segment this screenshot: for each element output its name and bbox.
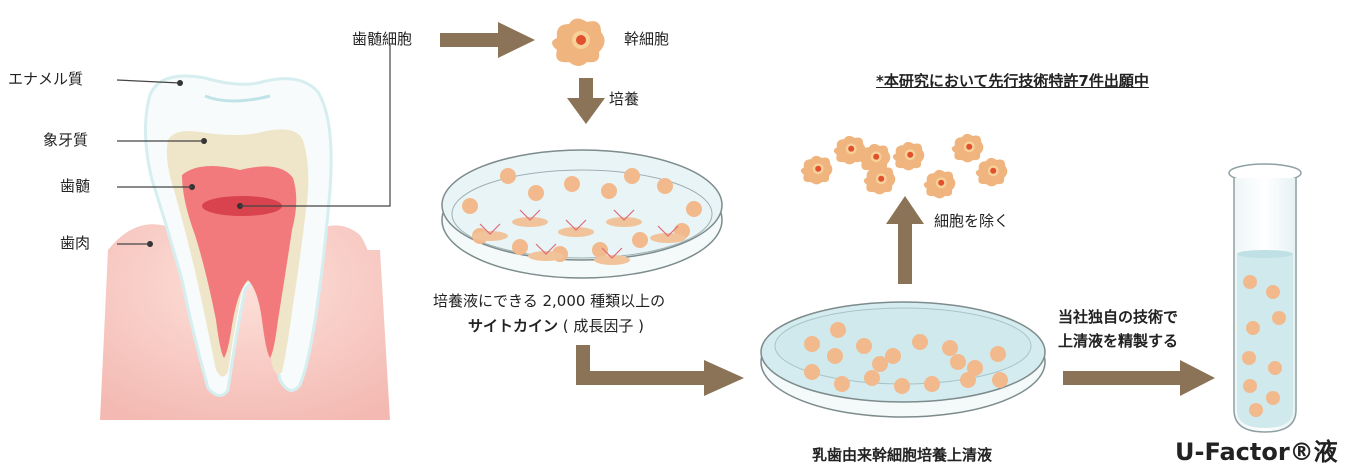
cell-dot xyxy=(912,334,928,350)
stem-cell xyxy=(923,169,956,199)
cytokine-source xyxy=(558,227,594,237)
stem-cell-icon xyxy=(552,18,605,67)
patent-note: *本研究において先行技術特許7件出願中 xyxy=(876,72,1149,90)
gum-label: 歯肉 xyxy=(60,234,91,252)
cell-dot xyxy=(1243,379,1257,393)
cell-dot xyxy=(872,356,888,372)
cell-dot xyxy=(967,360,983,376)
cell-dot xyxy=(830,322,846,338)
stem-cell xyxy=(951,133,984,163)
stem-cell xyxy=(858,143,891,173)
cell-dot xyxy=(1272,311,1286,325)
supernatant-label: 乳歯由来幹細胞培養上清液 xyxy=(812,446,993,464)
cell-dot xyxy=(1249,403,1263,417)
cell-dot xyxy=(950,354,966,370)
pulp-label: 歯髄 xyxy=(60,177,91,195)
cell-dot xyxy=(1268,361,1282,375)
stem-cells-label: 幹細胞 xyxy=(624,30,670,48)
cytokine-arrow xyxy=(657,225,679,237)
cytokine-source xyxy=(606,217,642,227)
cell-dot xyxy=(960,372,976,388)
cell-dot xyxy=(512,239,528,255)
supernatant-dish xyxy=(760,301,1046,418)
cell-dot xyxy=(992,372,1008,388)
cell-dot xyxy=(856,338,872,354)
cytokine-arrow xyxy=(479,223,501,235)
stem-cell xyxy=(800,155,833,185)
cell-dot xyxy=(632,232,648,248)
stem-cell xyxy=(892,141,925,171)
cell-dot xyxy=(942,340,958,356)
test-tube xyxy=(1228,163,1302,433)
cell-dot xyxy=(924,376,940,392)
cytokine-arrow xyxy=(601,247,623,259)
cytokine-arrow xyxy=(535,243,557,255)
cell-dot xyxy=(834,376,850,392)
cell-dot xyxy=(592,242,608,258)
cell-dot xyxy=(990,346,1006,362)
cytokine-text-line2: サイトカイン ( 成長因子 ) xyxy=(468,317,644,335)
cell-dot xyxy=(1246,321,1260,335)
cytokine-source xyxy=(472,231,508,241)
cytokine-source xyxy=(528,251,564,261)
cytokine-source xyxy=(594,255,630,265)
cell-dot xyxy=(528,185,544,201)
culture-dish xyxy=(441,149,723,279)
cell-dot xyxy=(624,168,640,184)
cell-dot xyxy=(804,336,820,352)
cytokine-text-line1: 培養液にできる 2,000 種類以上の xyxy=(433,292,666,310)
cytokine-parenthetical: ( 成長因子 ) xyxy=(558,317,645,335)
cytokine-arrow xyxy=(613,209,635,221)
cell-dot xyxy=(804,364,820,380)
product-name: U-Factor®液 xyxy=(1175,438,1338,466)
cell-dot xyxy=(1266,285,1280,299)
cell-dot xyxy=(1242,351,1256,365)
cell-dot xyxy=(601,183,617,199)
cell-dot xyxy=(885,348,901,364)
cytokine-arrow xyxy=(519,209,541,221)
cell-dot xyxy=(462,198,478,214)
pulp-cells-label: 歯髄細胞 xyxy=(352,30,413,48)
stem-cell xyxy=(975,157,1008,187)
refine-text-line1: 当社独自の技術で xyxy=(1058,308,1179,326)
tooth-illustration xyxy=(100,45,391,420)
cell-dot xyxy=(827,348,843,364)
cytokine-source xyxy=(650,233,686,243)
cell-dot xyxy=(864,370,880,386)
removed-cells xyxy=(800,133,1008,199)
cell-dot xyxy=(500,168,516,184)
dentin-label: 象牙質 xyxy=(43,131,89,149)
cell-dot xyxy=(1243,275,1257,289)
pulp-shape xyxy=(182,166,297,358)
cell-dot xyxy=(564,176,580,192)
stem-cell xyxy=(833,135,866,165)
refine-text-line2: 上清液を精製する xyxy=(1058,332,1179,350)
cell-dot xyxy=(894,378,910,394)
cytokine-arrow xyxy=(565,219,587,231)
cytokine-keyword: サイトカイン xyxy=(468,317,559,335)
cell-dot xyxy=(657,178,673,194)
culture-label: 培養 xyxy=(609,90,640,108)
cytokine-source xyxy=(512,217,548,227)
remove-cells-label: 細胞を除く xyxy=(934,212,1010,230)
cell-dot xyxy=(1266,391,1280,405)
stem-cell xyxy=(863,165,896,195)
flow-arrows xyxy=(440,22,1215,396)
cell-dot xyxy=(686,201,702,217)
enamel-label: エナメル質 xyxy=(8,70,84,88)
